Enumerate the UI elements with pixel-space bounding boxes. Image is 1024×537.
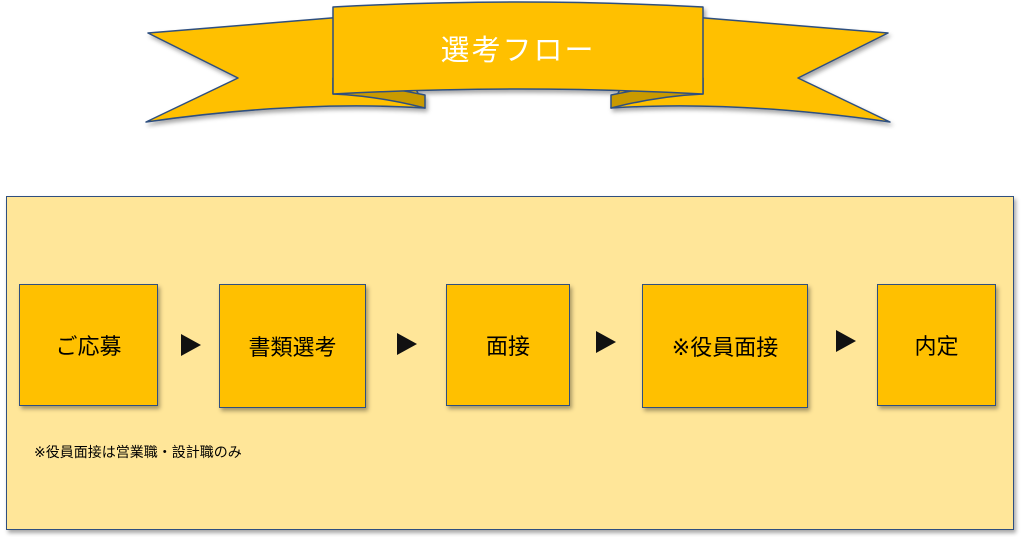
ribbon-center <box>332 1 704 95</box>
triangle-right-icon <box>836 330 856 352</box>
footnote: ※役員面接は営業職・設計職のみ <box>34 445 242 461</box>
step-job-offer: 内定 <box>877 284 996 406</box>
step-interview: 面接 <box>446 284 570 406</box>
step-apply: ご応募 <box>19 284 158 406</box>
triangle-right-icon <box>181 334 201 356</box>
step-executive-interview: ※役員面接 <box>642 284 808 408</box>
step-document-screening: 書類選考 <box>219 284 366 408</box>
triangle-right-icon <box>397 333 417 355</box>
ribbon-banner <box>145 1 891 123</box>
triangle-right-icon <box>596 331 616 353</box>
banner-title: 選考フロー <box>440 33 596 67</box>
